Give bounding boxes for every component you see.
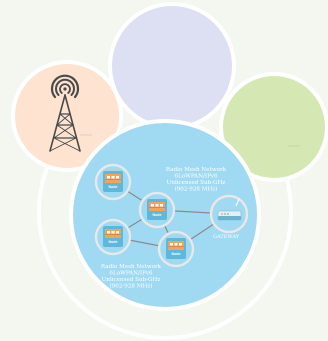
top-circle [112,6,232,126]
top-network-label: Radio Mesh Network 6LoWPAN/IPv6 Unlicens… [166,167,227,193]
mesh-node-icon: Node [147,199,167,220]
mesh-node-1: Node [94,163,132,201]
mesh-node-2: Node [138,191,176,229]
node-3-label: Node [109,240,118,244]
right-circle [223,76,325,178]
top-label-line4: (902-928 MHz) [175,186,218,193]
top-label-line1: Radio Mesh Network [166,167,227,173]
bottom-label-line2: 6LoWPAN/IPv6 [109,271,153,277]
mesh-node-icon: Node [103,171,123,192]
mesh-node-icon: Node [166,238,186,259]
gateway-router-icon [217,198,242,221]
node-1-label: Node [109,185,118,189]
mesh-node-3: Node [94,218,132,256]
bottom-label-line1: Radio Mesh Network [101,264,162,270]
top-label-line2: 6LoWPAN/IPv6 [174,174,218,180]
bottom-label-line4: (902-928 MHz) [110,283,153,290]
gateway-label: GATEWAY [213,234,240,240]
radio-tower-icon [49,74,93,152]
top-label-line3: Unlicensed Sub-GHz [167,180,226,186]
bottom-network-label: Radio Mesh Network 6LoWPAN/IPv6 Unlicens… [101,264,162,290]
node-4-label: Node [172,252,181,256]
gateway-node: GATEWAY [209,194,249,240]
mesh-node-icon: Node [103,226,123,247]
mesh-node-4: Node [157,230,195,268]
bottom-label-line3: Unlicensed Sub-GHz [102,277,161,283]
node-2-label: Node [153,213,162,217]
